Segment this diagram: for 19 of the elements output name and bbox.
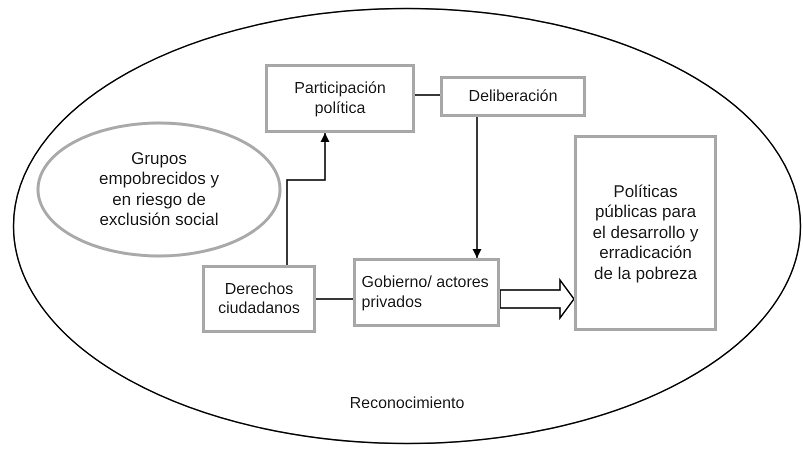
block-arrow [499,278,575,320]
text-box [353,258,500,327]
text-box [574,135,717,331]
connector-line [316,298,353,300]
arrow [472,117,482,258]
node-label: Deliberación [468,86,558,106]
node-label: Grupos empobrecidos y en riesgo de exclusión social [98,148,220,230]
text-box [202,265,316,333]
node-label: Derechos ciudadanos [217,280,301,318]
ellipse-node [35,120,283,259]
connector-line [415,94,440,96]
arrow [286,133,330,265]
node-label: Gobierno/ actores privados [362,273,490,312]
text-box [440,76,586,117]
ellipse-region [12,7,802,445]
text-box [265,64,415,133]
node-label: Reconocimiento [348,394,466,413]
node-label: Políticas públicas para el desarrollo y erradicación de la pobreza [592,182,700,284]
node-label: Participación política [293,79,387,118]
